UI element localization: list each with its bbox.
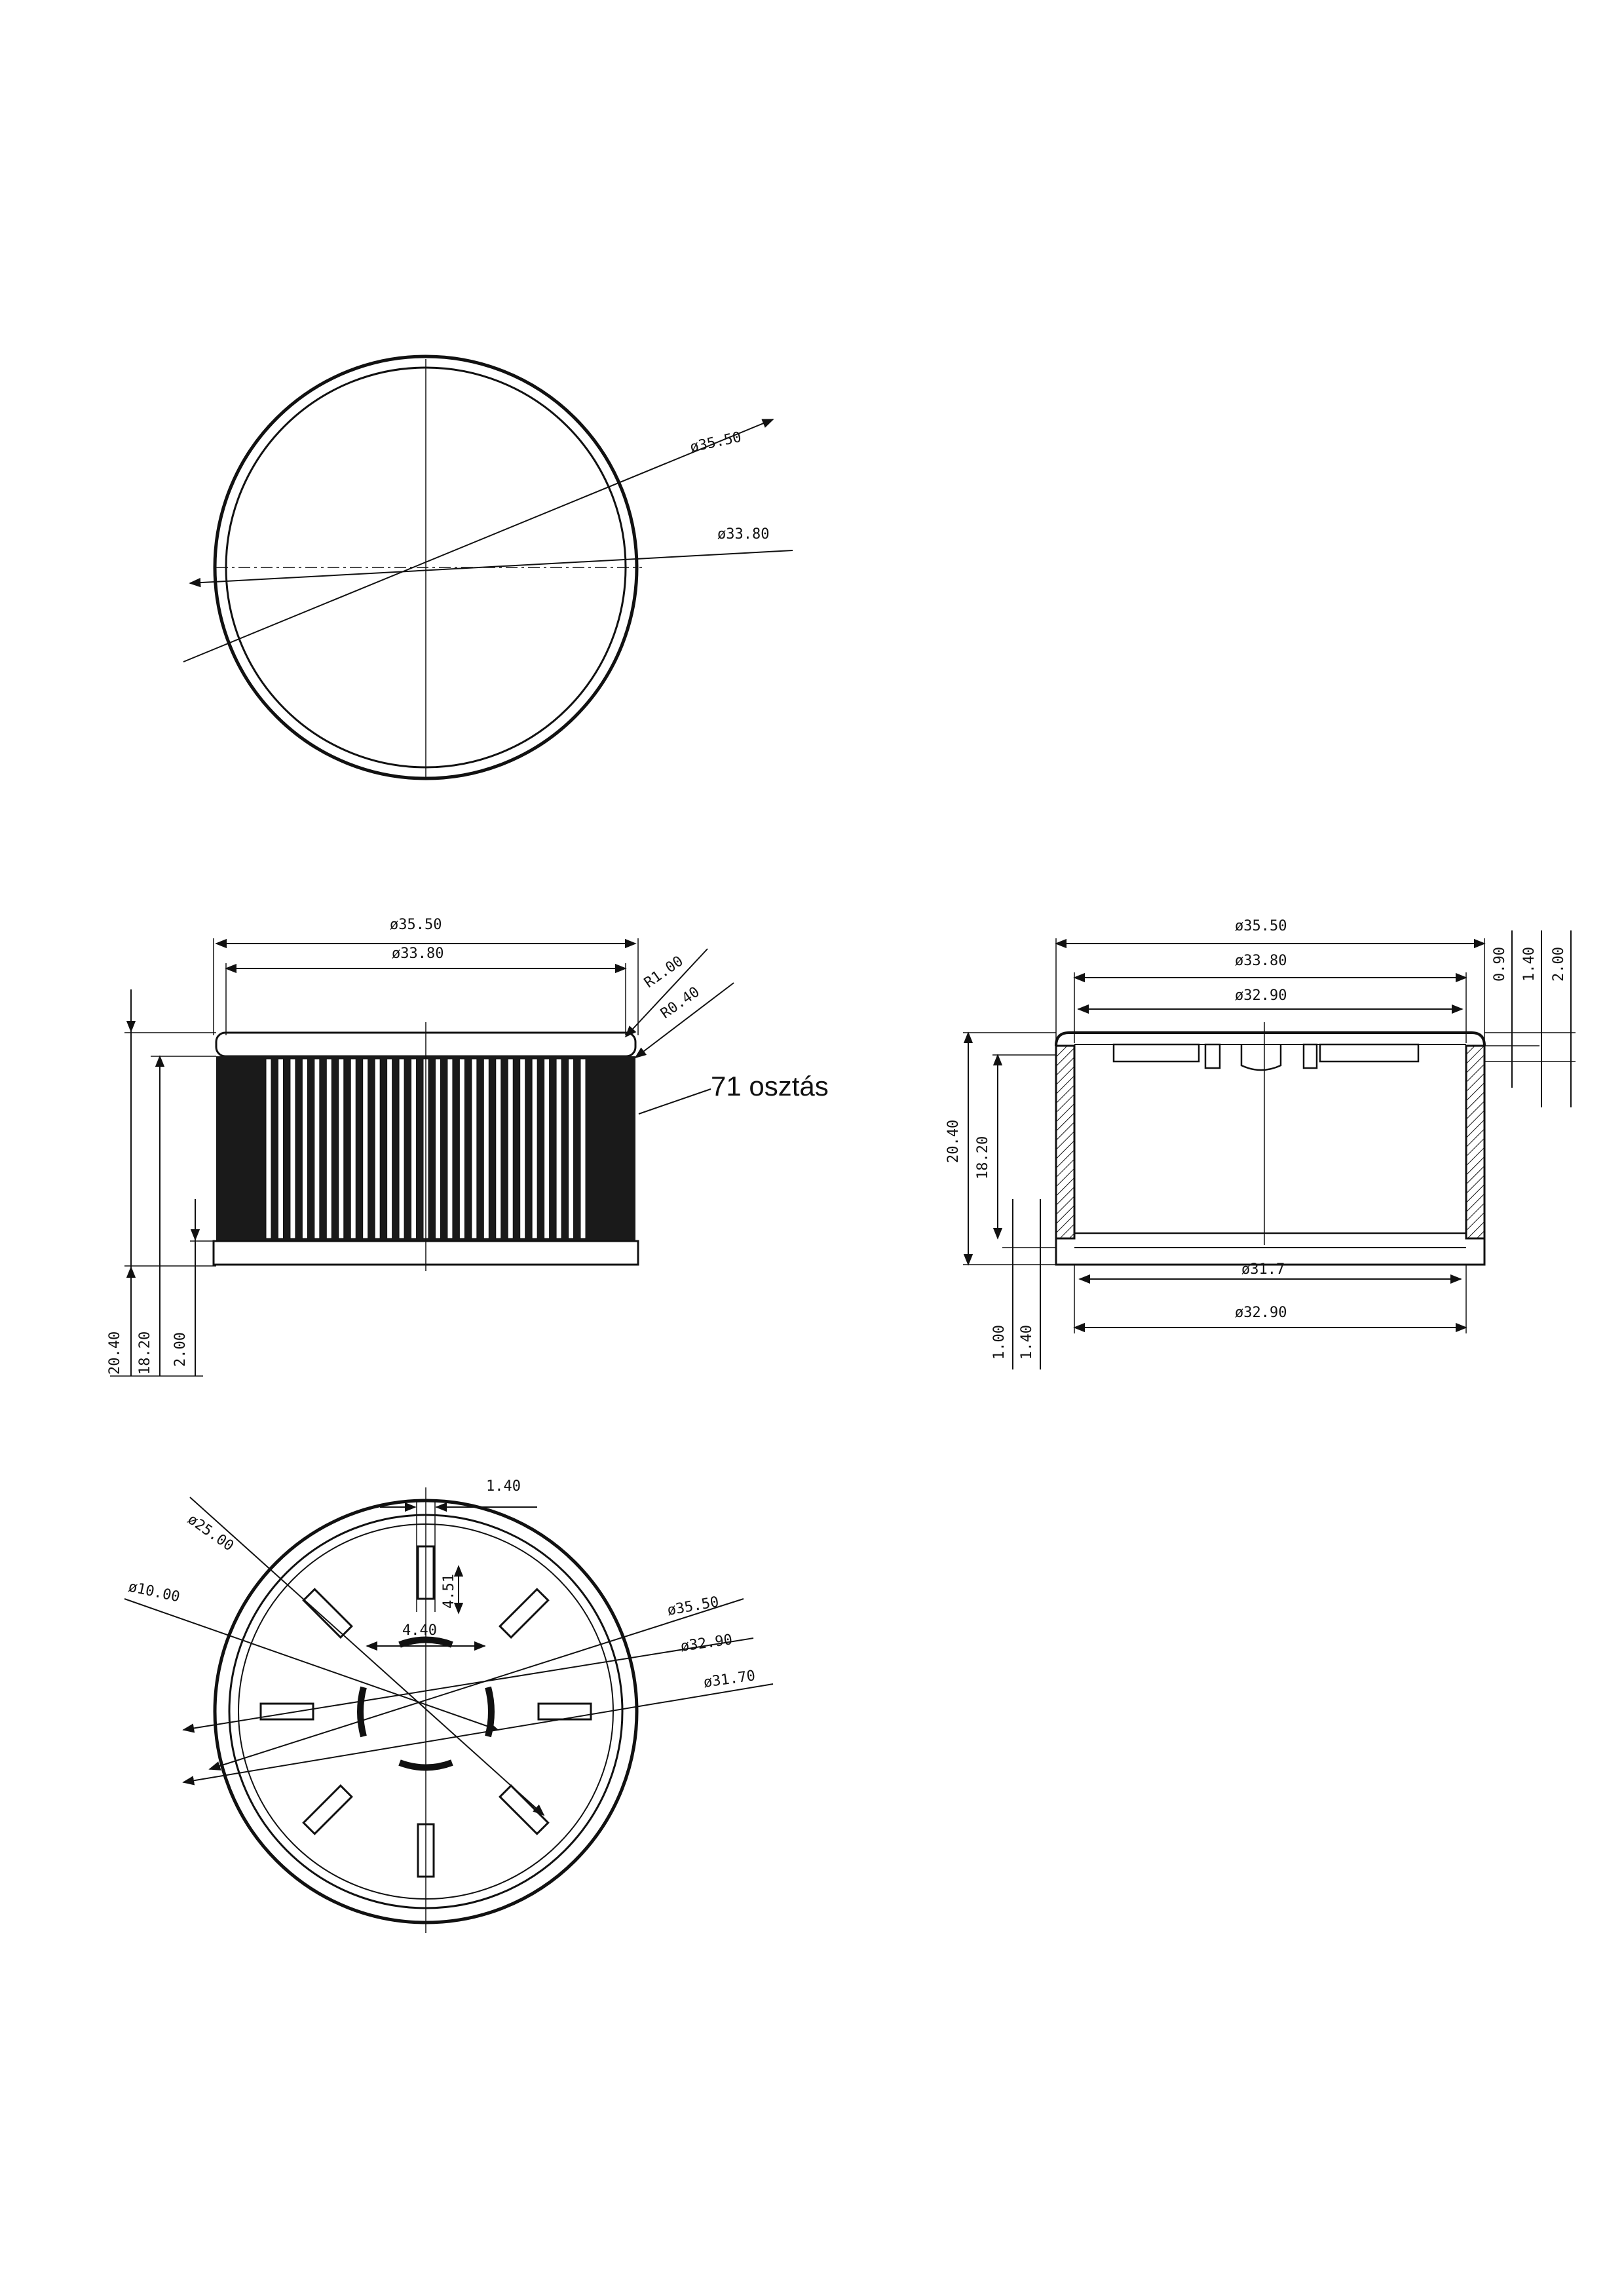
side-view-height-knurl: 18.20: [137, 1331, 153, 1375]
knurl-groove: [556, 1058, 562, 1239]
bottom-view-slot-width: 1.40: [486, 1478, 521, 1495]
knurl-groove: [301, 1058, 308, 1239]
side-view-radius-leader-2: [634, 982, 734, 1059]
knurl-groove: [314, 1058, 320, 1239]
top-view-leader-outer: [183, 419, 774, 662]
side-view-outer-diameter: ø35.50: [390, 917, 442, 933]
section-view-rib-3: [1302, 1043, 1318, 1069]
bottom-view-leader-25: [189, 1497, 545, 1816]
knurl-groove: [531, 1058, 538, 1239]
bottom-view-leader-outer: [208, 1598, 744, 1770]
section-view-bottom-diameter-2: ø32.90: [1235, 1305, 1287, 1321]
bottom-view-leader-10: [124, 1598, 499, 1731]
section-view-boss: [1240, 1044, 1282, 1071]
knurl-groove: [495, 1058, 502, 1239]
bottom-view: 1.40 4.51 4.40 ø25.00 ø10.00 ø35.50 ø32.…: [124, 1478, 774, 1933]
side-view-height-total: 20.40: [107, 1331, 123, 1375]
knurl-groove: [398, 1058, 405, 1239]
section-view-bottom-ring: [1055, 1238, 1486, 1266]
bottom-view-slot: [417, 1823, 435, 1878]
knurl-groove: [434, 1058, 441, 1239]
side-view-radius-leader-1: [624, 948, 708, 1038]
top-view-outer-circle: [213, 354, 639, 780]
section-view-height-inner: 18.20: [975, 1136, 991, 1179]
section-view-rib-4: [1319, 1043, 1420, 1063]
section-view-step-3: 2.00: [1551, 947, 1567, 982]
section-view-rib-2: [1204, 1043, 1221, 1069]
knurl-groove: [362, 1058, 369, 1239]
knurl-groove: [338, 1058, 345, 1239]
bottom-view-arc-bottom: [398, 1759, 453, 1771]
section-view-right-wall: [1465, 1044, 1486, 1240]
section-view: ø35.50 ø33.80 ø32.90 0.90 1.40 2.00 20.4…: [945, 918, 1576, 1369]
bottom-view-slot: [417, 1545, 435, 1600]
bottom-view-slot-length: 4.51: [441, 1574, 457, 1609]
side-view-knurl-note: 71 osztás: [711, 1071, 829, 1101]
side-view-inner-diameter: ø33.80: [392, 946, 444, 962]
top-view-inner-diameter: ø33.80: [717, 526, 769, 543]
bottom-view-mid-diameter: ø32.90: [679, 1632, 733, 1655]
bottom-view-leader-mid: [182, 1637, 754, 1733]
knurl-groove: [411, 1058, 417, 1239]
section-view-bottom-diameter-1: ø31.7: [1241, 1261, 1285, 1278]
top-view-outer-diameter: ø35.50: [689, 429, 743, 456]
section-view-bottom-step-1: 1.00: [991, 1325, 1008, 1360]
bottom-view-slot: [499, 1784, 550, 1835]
top-view-leader-inner: [189, 550, 793, 588]
side-view-radius-inner: R0.40: [658, 984, 703, 1022]
knurl-groove: [387, 1058, 393, 1239]
side-view-height-base: 2.00: [172, 1332, 189, 1367]
section-view-left-wall: [1055, 1044, 1076, 1240]
bottom-view-slot: [302, 1784, 353, 1835]
bottom-view-slot: [537, 1702, 592, 1721]
section-view-height-total: 20.40: [945, 1120, 962, 1163]
knurl-groove: [519, 1058, 526, 1239]
side-view: ø35.50 ø33.80 R1.00 R0.40 71 osztás 20.4…: [107, 917, 829, 1377]
section-view-rib-1: [1112, 1043, 1200, 1063]
bottom-view-slots: [259, 1545, 592, 1878]
bottom-view-pcd-10: ø10.00: [127, 1578, 181, 1605]
knurl-groove: [544, 1058, 550, 1239]
knurl-groove: [471, 1058, 478, 1239]
bottom-view-slot: [499, 1588, 550, 1639]
bottom-view-gap: 4.40: [402, 1622, 437, 1639]
knurl-groove: [326, 1058, 332, 1239]
knurl-groove: [568, 1058, 575, 1239]
section-view-inner-diameter-2: ø32.90: [1235, 987, 1287, 1004]
bottom-view-pcd-25: ø25.00: [185, 1511, 236, 1554]
section-view-step-2: 1.40: [1521, 947, 1538, 982]
knurl-groove: [277, 1058, 284, 1239]
side-view-radius-outer: R1.00: [641, 953, 687, 991]
knurl-groove: [447, 1058, 453, 1239]
knurl-groove: [350, 1058, 356, 1239]
knurl-groove: [507, 1058, 514, 1239]
knurl-groove: [290, 1058, 296, 1239]
bottom-view-leader-inner: [182, 1683, 774, 1786]
bottom-view-arc-right: [485, 1686, 495, 1738]
bottom-view-arc-left: [357, 1686, 367, 1738]
section-view-step-1: 0.90: [1492, 947, 1508, 982]
knurl-groove: [483, 1058, 489, 1239]
section-view-bottom-step-2: 1.40: [1019, 1325, 1035, 1360]
section-view-inner-diameter: ø33.80: [1235, 953, 1287, 969]
knurl-groove: [580, 1058, 586, 1239]
knurl-groove: [459, 1058, 465, 1239]
bottom-view-slot: [259, 1702, 314, 1721]
top-view: ø35.50 ø33.80: [183, 354, 793, 780]
knurl-groove: [374, 1058, 381, 1239]
section-view-outer-diameter: ø35.50: [1235, 918, 1287, 934]
bottom-view-slot: [302, 1588, 353, 1639]
section-view-top-plate: [1055, 1031, 1486, 1046]
side-view-note-leader: [638, 1088, 711, 1115]
knurl-groove: [265, 1058, 272, 1239]
